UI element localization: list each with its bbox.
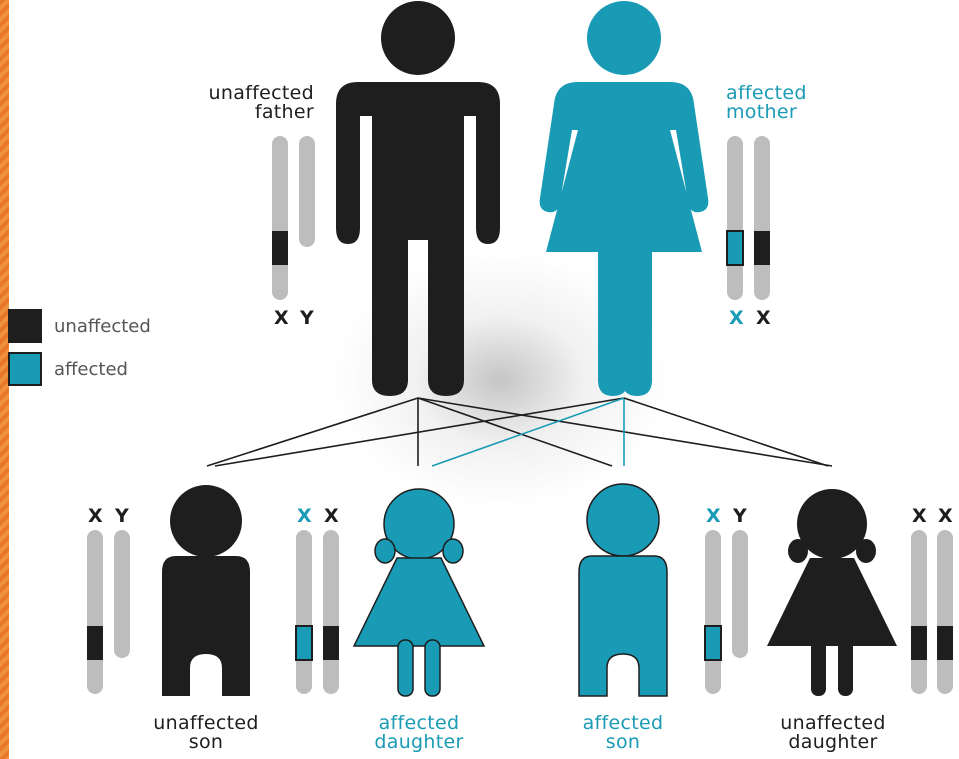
child1-chrom-letter-1: X (88, 507, 103, 526)
child2-label: affected daughter (346, 714, 492, 752)
mother-label-line2: mother (726, 103, 866, 122)
child3-chrom-letter-2: Y (733, 507, 747, 526)
child3-label-line2: son (553, 733, 693, 752)
father-figure (336, 1, 500, 396)
legend-label-affected: affected (54, 359, 128, 380)
child4-label-line2: daughter (760, 733, 906, 752)
child2-chrom-letter-2: X (324, 507, 339, 526)
child1-label: unaffected son (136, 714, 276, 752)
mother-x1-chromosome (727, 136, 743, 300)
father-chromosome-pair (272, 136, 315, 300)
child2-daughter-figure (354, 489, 484, 696)
father-x-chromosome (272, 136, 288, 300)
child3-chromosome-pair (705, 530, 748, 694)
mother-chrom-letter-2: X (756, 309, 771, 328)
child3-son-figure (579, 484, 667, 696)
child2-label-line2: daughter (346, 733, 492, 752)
child4-daughter-figure (767, 489, 897, 696)
child4-chrom-letter-1: X (912, 507, 927, 526)
mother-label: affected mother (726, 84, 866, 122)
child1-label-line2: son (136, 733, 276, 752)
mother-figure (540, 1, 709, 396)
child2-chrom-letter-1: X (297, 507, 312, 526)
mother-x2-band (754, 231, 770, 265)
child1-chromosome-pair (87, 530, 130, 694)
legend-swatch-unaffected (8, 309, 42, 343)
child4-label: unaffected daughter (760, 714, 906, 752)
child3-chrom-letter-1: X (706, 507, 721, 526)
father-x-band (272, 231, 288, 265)
child3-label: affected son (553, 714, 693, 752)
child2-chromosome-pair (296, 530, 339, 694)
father-y-chromosome (299, 136, 315, 247)
legend-swatch-affected (8, 352, 42, 386)
child4-chromosome-pair (911, 530, 953, 694)
mother-chromosome-pair (727, 136, 770, 300)
father-inheritance-lines (207, 398, 832, 466)
father-chrom-letter-2: Y (300, 309, 314, 328)
mother-x1-band (727, 231, 743, 265)
father-label: unaffected father (190, 84, 314, 122)
child1-chrom-letter-2: Y (115, 507, 129, 526)
mother-x2-chromosome (754, 136, 770, 300)
child4-chrom-letter-2: X (938, 507, 953, 526)
father-chrom-letter-1: X (274, 309, 289, 328)
father-label-line2: father (190, 103, 314, 122)
legend-label-unaffected: unaffected (54, 316, 151, 337)
child1-son-figure (162, 485, 250, 696)
mother-chrom-letter-1: X (729, 309, 744, 328)
mother-inheritance-lines (215, 398, 828, 466)
